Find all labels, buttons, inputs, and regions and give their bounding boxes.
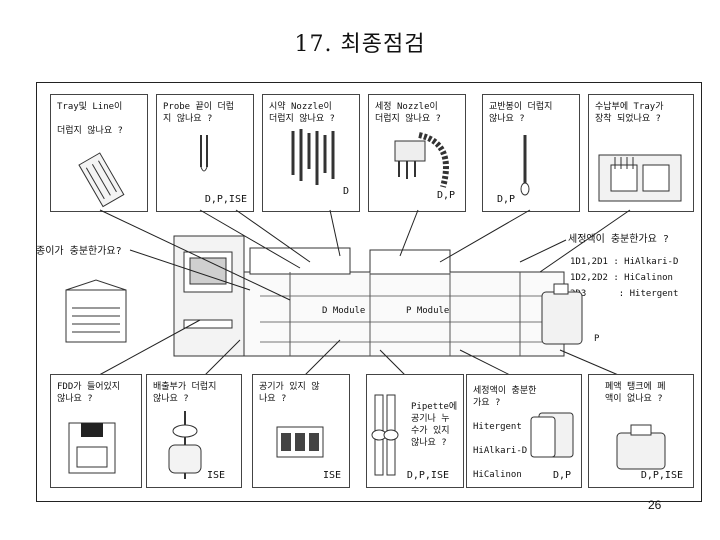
check-tag: ISE	[322, 470, 341, 481]
floppy-disk-icon	[68, 422, 116, 474]
check-box-probe: Probe 끝이 더럽 지 않나요 ? D,P,ISE	[156, 94, 254, 212]
check-tag: D,P,ISE	[204, 194, 247, 205]
check-label: 수납부에 Tray가 장착 되었나요 ?	[595, 102, 664, 124]
probe-icon	[200, 135, 208, 172]
page-title: 17. 최종점검	[294, 32, 426, 57]
check-tag: D	[342, 186, 349, 197]
p-module-label: P Module	[406, 306, 450, 316]
paper-stack-icon	[65, 279, 127, 343]
check-label: Probe 끝이 더럽 지 않나요 ?	[163, 102, 235, 124]
check-label: 배출부가 더럽지 않나요 ?	[153, 382, 217, 404]
wash-bottles-icon	[530, 412, 574, 458]
check-box-storage-tray: 수납부에 Tray가 장착 되었나요 ?	[588, 94, 694, 212]
check-box-fdd: FDD가 들어있지 않나요 ?	[50, 374, 142, 488]
check-box-reagent-nozzle: 시약 Nozzle이 더럽지 않나요 ? D	[262, 94, 360, 212]
diagram-frame	[36, 82, 702, 502]
check-label: 폐액 탱크에 폐 액이 없나요 ?	[605, 382, 666, 404]
check-label: FDD가 들어있지 않나요 ?	[57, 382, 121, 404]
check-box-air: 공기가 있지 않 나요 ? ISE	[252, 374, 350, 488]
check-label: 시약 Nozzle이 더럽지 않나요 ?	[269, 102, 335, 124]
check-label: 공기가 있지 않 나요 ?	[259, 382, 320, 404]
page-number: 26	[648, 498, 662, 512]
check-box-stirrer: 교반봉이 더럽지 않나요 ? D,P	[482, 94, 580, 212]
check-label: 교반봉이 더럽지 않나요 ?	[489, 102, 553, 124]
air-check-icon	[276, 426, 324, 458]
p-tag: P	[594, 334, 600, 344]
wash-item: 1D1,2D1 : HiAlkari-D	[570, 257, 679, 267]
storage-tray-icon	[598, 154, 682, 202]
check-label: Tray및 Line이 더럽지 않나요 ?	[57, 102, 123, 136]
check-box-tray-line: Tray및 Line이 더럽지 않나요 ?	[50, 94, 148, 212]
check-box-waste-tank: 폐액 탱크에 폐 액이 없나요 ? D,P,ISE	[588, 374, 694, 488]
tray-icon	[78, 152, 125, 208]
reagent-nozzle-icon	[291, 129, 335, 185]
check-tag: D,P	[552, 470, 571, 481]
stirrer-icon	[520, 135, 530, 196]
check-tag: D,P,ISE	[640, 470, 683, 481]
check-label: 세정 Nozzle이 더럽지 않나요 ?	[375, 102, 441, 124]
check-box-pipette: Pipette에 공기나 누 수가 있지 않나요 ? D,P,ISE	[366, 374, 464, 488]
check-tag: D,P	[436, 190, 455, 201]
check-tag: D,P	[497, 194, 516, 205]
wash-nozzle-icon	[394, 132, 449, 188]
check-box-drain: 배출부가 더럽지 않나요 ? ISE	[146, 374, 242, 488]
waste-tank-icon	[616, 424, 666, 470]
wash-bottle-icon	[541, 283, 583, 345]
check-box-wash-solution: 세정액이 충분한 가요 ? Hitergent HiAlkari-D HiCal…	[466, 374, 582, 488]
check-box-wash-nozzle: 세정 Nozzle이 더럽지 않나요 ? D,P	[368, 94, 466, 212]
d-module-label: D Module	[322, 306, 366, 316]
analyzer-machine	[173, 235, 565, 357]
check-tag: ISE	[206, 470, 225, 481]
check-tag: D,P,ISE	[406, 470, 449, 481]
wash-item: 1D2,2D2 : HiCalinon	[570, 273, 673, 283]
paper-question: 종이가 충분한가요?	[36, 246, 122, 257]
drain-icon	[168, 411, 202, 479]
pipette-icon	[371, 394, 399, 476]
check-label: 세정액이 충분한 가요 ? Hitergent HiAlkari-D HiCal…	[473, 386, 537, 480]
check-label: Pipette에 공기나 누 수가 있지 않나요 ?	[411, 402, 458, 448]
